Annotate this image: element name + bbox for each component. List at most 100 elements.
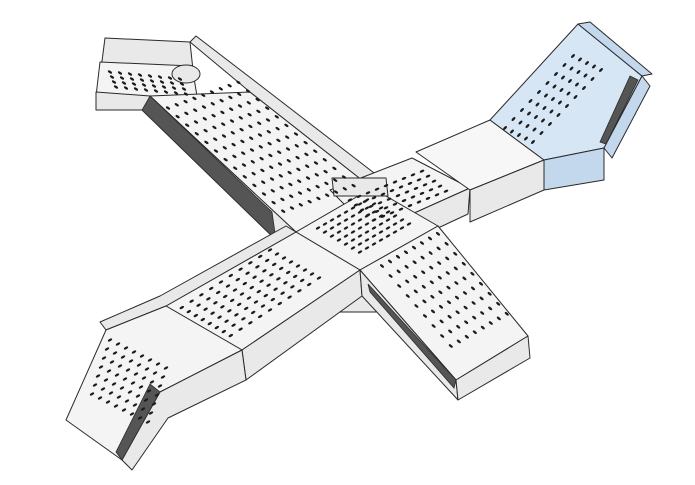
perforation-slot [284, 123, 289, 128]
perforation-slot [562, 63, 567, 67]
perforation-slot [357, 226, 363, 230]
perforation-slot [341, 175, 347, 179]
perforation-slot [524, 136, 528, 141]
perforation-slot [133, 87, 139, 91]
perforation-slot [244, 306, 249, 310]
perforation-slot [218, 280, 224, 284]
perforation-slot [480, 325, 485, 330]
perforation-slot [256, 109, 261, 114]
perforation-slot [463, 305, 468, 310]
perforation-slot [211, 113, 216, 118]
perforation-slot [246, 296, 252, 300]
perforation-slot [416, 200, 422, 204]
perforation-slot [245, 271, 250, 275]
perforation-slot [385, 210, 391, 214]
perforation-slot [140, 407, 146, 411]
perforation-slot [385, 234, 391, 238]
perforation-slot [227, 83, 232, 88]
perforation-slot [229, 107, 234, 111]
perforation-slot [232, 288, 238, 292]
perforation-slot [230, 131, 235, 135]
perforation-slot [585, 61, 589, 65]
perforation-slot [111, 80, 117, 84]
perforation-slot [454, 281, 459, 285]
perforation-slot [356, 194, 362, 198]
perforation-slot [422, 183, 428, 187]
perforation-slot [351, 183, 356, 188]
perforation-slot [389, 211, 395, 215]
perforation-slot [146, 389, 152, 393]
perforation-slot [429, 265, 434, 270]
perforation-slot [583, 73, 588, 78]
perforation-slot [333, 178, 338, 182]
perforation-slot [353, 203, 359, 207]
perforation-slot [230, 298, 235, 302]
perforation-slot [305, 164, 310, 168]
perforation-slot [237, 92, 242, 96]
perforation-slot [332, 166, 337, 171]
perforation-slot [192, 96, 197, 101]
perforation-slot [257, 121, 262, 125]
perforation-slot [152, 371, 158, 375]
perforation-slot [274, 115, 279, 119]
perforation-slot [532, 127, 537, 132]
perforation-slot [267, 248, 273, 252]
perforation-slot [98, 365, 104, 369]
perforation-slot [303, 140, 308, 145]
perforation-slot [436, 232, 440, 236]
perforation-slot [145, 420, 151, 424]
perforation-slot [350, 230, 356, 234]
perforation-slot [171, 86, 177, 90]
perforation-slot [517, 133, 521, 137]
perforation-slot [121, 408, 127, 412]
perforation-slot [287, 295, 292, 299]
perforation-slot [347, 198, 353, 202]
perforation-slot [241, 317, 246, 321]
perforation-slot [113, 85, 119, 89]
perforation-slot [209, 286, 214, 290]
perforation-slot [404, 250, 408, 254]
perforation-slot [322, 230, 328, 234]
perforation-slot [322, 158, 327, 162]
perforation-slot [364, 222, 370, 226]
perforation-pattern [89, 54, 603, 424]
perforation-slot [456, 325, 461, 329]
perforation-slot [336, 214, 342, 218]
perforation-slot [300, 278, 305, 282]
perforation-slot [104, 347, 110, 351]
perforation-slot [249, 136, 254, 140]
perforation-slot [444, 242, 449, 246]
perforation-slot [542, 106, 547, 110]
rail-upper-right [599, 75, 639, 145]
perforation-slot [329, 218, 335, 222]
perforation-slot [297, 179, 302, 183]
perforation-slot [256, 290, 261, 294]
perforation-slot [213, 149, 219, 153]
perforation-slot [136, 363, 142, 367]
perforation-slot [206, 297, 211, 301]
perforation-slot [109, 75, 115, 79]
perforation-slot [279, 266, 284, 270]
perforation-slot [212, 125, 217, 130]
perforation-slot [414, 304, 419, 308]
perforation-slot [210, 311, 215, 315]
perforation-slot [280, 197, 285, 202]
perforation-slot [364, 198, 370, 202]
perforation-slot [276, 277, 281, 281]
perforation-slot [163, 90, 169, 94]
perforation-slot [578, 57, 582, 62]
perforation-slot [286, 270, 291, 274]
perforation-slot [539, 131, 544, 135]
perforation-slot [119, 386, 125, 390]
perforation-slot [342, 187, 347, 191]
perforation-slot [120, 355, 126, 359]
perforation-slot [202, 117, 207, 121]
perforation-slot [107, 338, 113, 342]
perforation-slot [179, 306, 184, 310]
perforation-slot [561, 75, 565, 80]
perforation-slot [431, 309, 435, 314]
perforation-slot [125, 368, 131, 372]
perforation-slot [277, 162, 283, 166]
perforation-slot [371, 196, 377, 200]
